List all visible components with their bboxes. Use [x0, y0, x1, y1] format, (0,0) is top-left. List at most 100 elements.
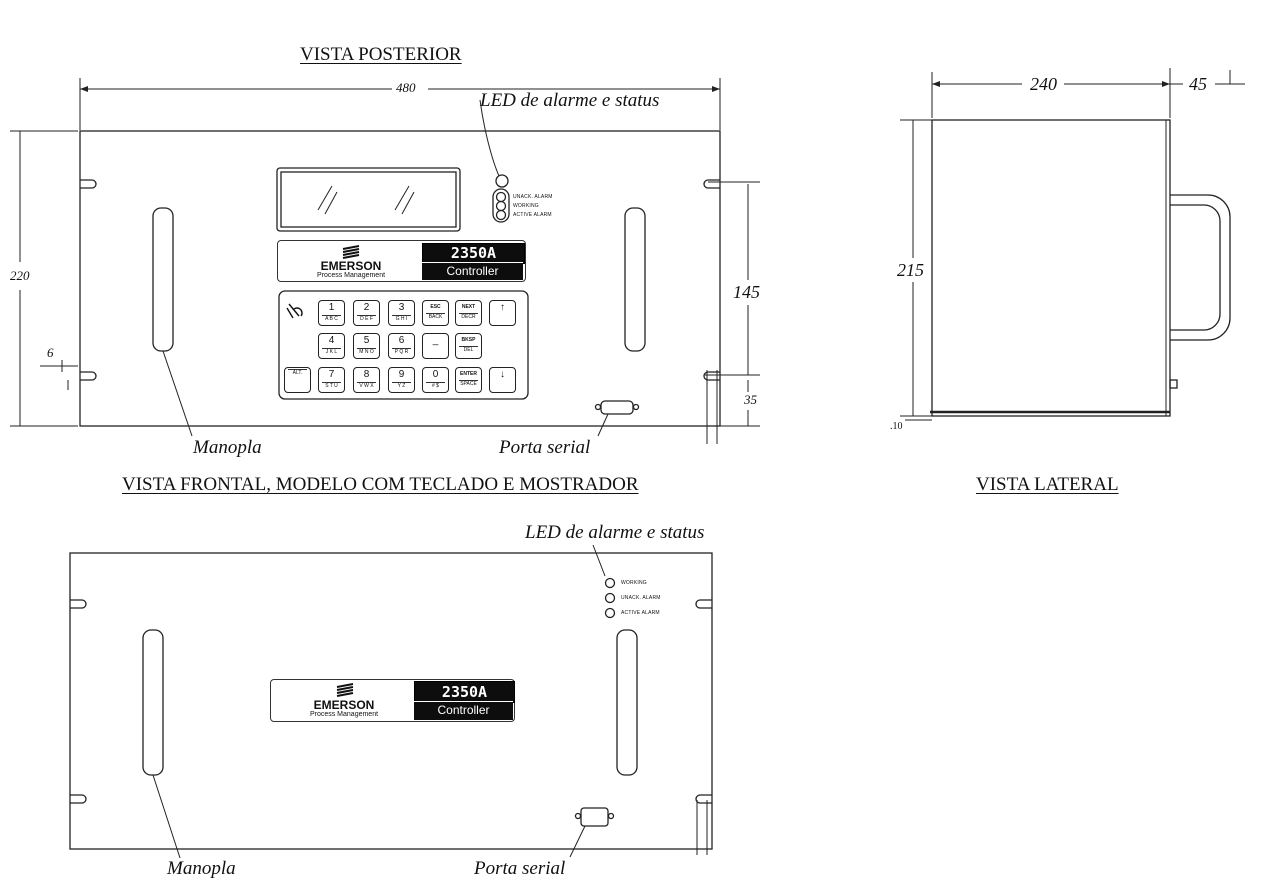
key-main-label: 1 — [328, 302, 335, 313]
handle-right-2 — [616, 629, 638, 776]
key-main-label: 6 — [398, 335, 405, 346]
leader-handle-top — [162, 350, 193, 437]
front-panel-outline — [79, 130, 721, 427]
key-sub-label: P Q R — [392, 348, 411, 356]
keypad-key[interactable]: 4 J K L — [318, 333, 345, 359]
display-reflection — [317, 185, 415, 215]
panel-slot-left-bottom — [80, 371, 97, 381]
logo-plate-bottom: EMERSON Process Management 2350A Control… — [270, 679, 515, 722]
led-label-top-1: UNACK. ALARM — [513, 194, 553, 200]
led-housing — [492, 188, 510, 223]
led-label-bottom-3: ACTIVE ALARM — [621, 610, 660, 616]
dim-6-line — [40, 360, 78, 390]
key-sub-label: A B C — [322, 315, 341, 323]
keypad-key[interactable]: ENTER SPACE — [455, 367, 482, 393]
key-sub-label: M N O — [357, 348, 376, 356]
key-main-label: 3 — [398, 302, 405, 313]
key-sub-label: D E F — [357, 315, 376, 323]
key-main-label: 4 — [328, 335, 335, 346]
dim-6: 6 — [47, 345, 54, 360]
keypad-key[interactable]: ↑ — [489, 300, 516, 326]
handle-right — [624, 207, 646, 352]
key-main-label: _ — [432, 335, 439, 346]
serial-port-bottom — [580, 807, 609, 827]
leader-led-top — [479, 99, 500, 177]
led-b2 — [604, 592, 616, 604]
dim-215: 215 — [897, 260, 924, 280]
dim-240: 240 — [1030, 74, 1057, 94]
key-main-label: NEXT — [461, 304, 476, 310]
key-main-label: ENTER — [460, 371, 477, 377]
dim-145-line — [705, 181, 760, 376]
leader-handle-bottom — [152, 774, 181, 859]
logo-plate-top: EMERSON Process Management 2350A Control… — [277, 240, 526, 282]
label-serial-bottom: Porta serial — [474, 858, 566, 879]
dim-480: 480 — [396, 80, 416, 95]
dim-10: .10 — [890, 421, 903, 432]
led-indicator-large — [495, 174, 509, 188]
panel-slot-left-top — [80, 179, 97, 189]
key-sub-label: G H I — [392, 315, 411, 323]
dim-45: 45 — [1189, 74, 1207, 94]
key-main-label: 7 — [328, 369, 335, 380]
key-main-label: ↓ — [500, 369, 505, 380]
led-b3 — [604, 607, 616, 619]
dim-145: 145 — [733, 282, 760, 302]
keypad-frame — [278, 290, 529, 400]
keypad-key[interactable]: ESC BACK — [422, 300, 449, 326]
key-sub-label: # $ — [426, 382, 445, 390]
keypad-key[interactable]: 0# $ — [422, 367, 449, 393]
led-3 — [495, 209, 507, 221]
side-front-plate — [1165, 120, 1171, 416]
led-label-bottom-1: WORKING — [621, 580, 647, 586]
key-sub-label: SPACE — [459, 380, 478, 387]
leader-serial-bottom — [569, 825, 586, 858]
keypad-key[interactable]: 3 G H I — [388, 300, 415, 326]
dim-220-line — [10, 130, 78, 427]
label-handle-bottom: Manopla — [167, 858, 236, 879]
key-sub-label: S T U — [322, 382, 341, 390]
brand-name-top: EMERSON — [320, 259, 382, 273]
led-1 — [495, 191, 507, 203]
side-handle — [1170, 194, 1231, 341]
label-led-top: LED de alarme e status — [480, 90, 660, 111]
label-led-bottom: LED de alarme e status — [525, 522, 705, 543]
keypad-key[interactable]: 7 S T U — [318, 367, 345, 393]
keypad-key[interactable]: 8 V W X — [353, 367, 380, 393]
dim-240-line — [931, 68, 1245, 118]
dim-220: 220 — [10, 268, 30, 283]
keypad-key[interactable]: 2 D E F — [353, 300, 380, 326]
led-label-top-2: WORKING — [513, 203, 539, 209]
side-body — [931, 119, 1171, 417]
serial-port-top — [600, 400, 634, 415]
keypad-key[interactable]: ↓ — [489, 367, 516, 393]
title-side-view: VISTA LATERAL — [976, 474, 1119, 495]
display-glass — [280, 171, 457, 228]
keypad-key[interactable]: 6 P Q R — [388, 333, 415, 359]
subbrand-top: Process Management — [316, 272, 386, 279]
side-stub — [1169, 379, 1178, 389]
key-main-label: 2 — [363, 302, 370, 313]
key-sub-label: DEL — [459, 346, 478, 354]
emerson-logo-icon — [336, 683, 354, 697]
dim-35: 35 — [744, 392, 757, 407]
dim-35-line — [705, 370, 760, 444]
key-sub-label: BACK — [426, 313, 445, 321]
model-number-top: 2350A — [422, 243, 525, 264]
key-sub-label: J K L — [322, 348, 341, 356]
dim-215-line — [900, 119, 932, 417]
led-b1 — [604, 577, 616, 589]
key-sub-label: V W X — [357, 382, 376, 390]
keypad-key[interactable]: _ — [422, 333, 449, 359]
key-main-label: ESC — [430, 304, 441, 310]
key-main-label: 8 — [363, 369, 370, 380]
emerson-logo-icon — [342, 245, 360, 259]
keypad-key[interactable]: 1 A B C — [318, 300, 345, 326]
model-number-bottom: 2350A — [414, 681, 515, 703]
keypad-key[interactable]: ALT. — [284, 367, 311, 393]
